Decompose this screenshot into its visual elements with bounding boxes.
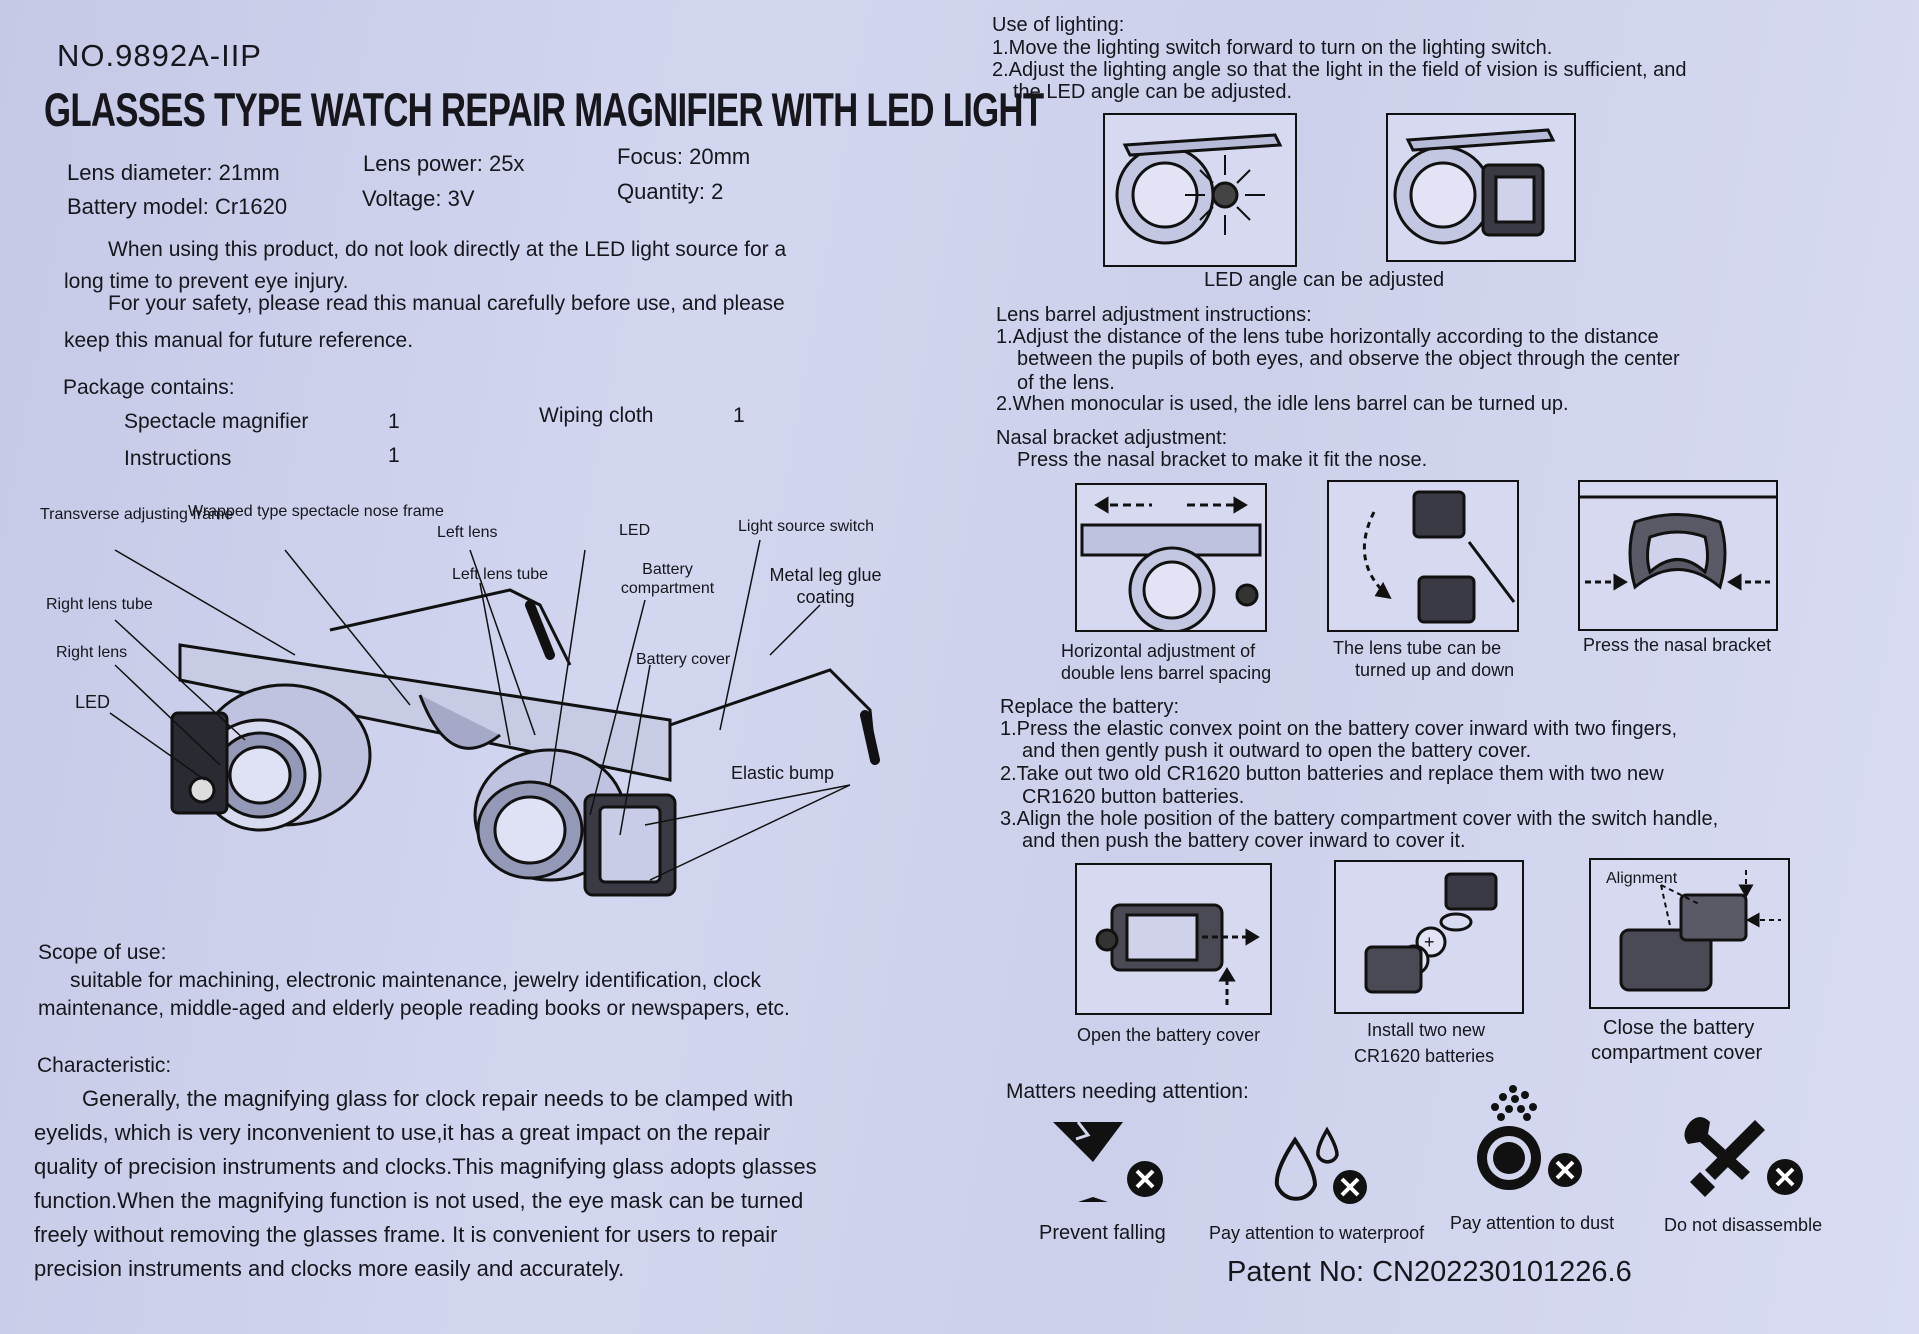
battery-line: 3.Align the hole position of the battery… (1000, 808, 1719, 830)
battery-figure-close (1589, 858, 1790, 1009)
battery-line: CR1620 button batteries. (1022, 786, 1245, 808)
spec-lens-diameter: Lens diameter: 21mm (67, 160, 280, 185)
label-right-lens-tube: Right lens tube (46, 596, 153, 613)
scope-line-2: maintenance, middle-aged and elderly peo… (38, 997, 790, 1020)
spec-quantity: Quantity: 2 (617, 179, 724, 204)
package-heading: Package contains: (63, 376, 235, 399)
glasses-diagram (109, 539, 880, 897)
product-title: GLASSES TYPE WATCH REPAIR MAGNIFIER WITH… (44, 83, 1044, 136)
scope-line-1: suitable for machining, electronic maint… (70, 969, 762, 992)
led-angle-figure-1 (1103, 113, 1297, 267)
battery-line: 1.Press the elastic convex point on the … (1000, 718, 1678, 740)
battery-caption-open: Open the battery cover (1077, 1025, 1261, 1045)
characteristic-line: Generally, the magnifying glass for cloc… (82, 1086, 794, 1111)
battery-caption-close-2: compartment cover (1591, 1042, 1763, 1064)
nasal-caption-2a: The lens tube can be (1333, 638, 1502, 658)
characteristic-line: precision instruments and clocks more ea… (34, 1256, 625, 1281)
attention-label: Prevent falling (1039, 1222, 1166, 1244)
lens-barrel-step-1b: between the pupils of both eyes, and obs… (1017, 348, 1680, 370)
label-left-lens: Left lens (437, 524, 498, 541)
battery-heading: Replace the battery: (1000, 696, 1179, 718)
lighting-step-2: 2.Adjust the lighting angle so that the … (992, 59, 1687, 81)
package-item-qty: 1 (388, 444, 400, 467)
battery-caption-install-1: Install two new (1367, 1020, 1486, 1040)
package-item-name: Spectacle magnifier (124, 410, 309, 433)
label-left-lens-tube: Left lens tube (452, 566, 549, 583)
label-right-lens: Right lens (56, 644, 128, 661)
battery-caption-close-1: Close the battery (1603, 1017, 1755, 1039)
nasal-caption-2b: turned up and down (1355, 660, 1515, 680)
nasal-figure-3 (1578, 480, 1778, 631)
attention-label: Pay attention to dust (1450, 1213, 1615, 1233)
package-item-qty: 1 (733, 404, 745, 427)
attention-label: Pay attention to waterproof (1209, 1223, 1425, 1243)
spec-voltage: Voltage: 3V (362, 186, 475, 211)
broken-glass-icon (1053, 1121, 1163, 1202)
package-item-name: Wiping cloth (539, 404, 654, 427)
attention-label: Do not disassemble (1664, 1215, 1823, 1235)
lighting-step-1: 1.Move the lighting switch forward to tu… (992, 37, 1553, 59)
battery-figure-open (1075, 863, 1272, 1015)
warning-line-2b: keep this manual for future reference. (64, 329, 414, 352)
lens-barrel-step-1: 1.Adjust the distance of the lens tube h… (996, 326, 1659, 348)
package-item-qty: 1 (388, 410, 400, 433)
model-number: NO.9892A-IIP (57, 38, 262, 73)
label-metal-leg: Metal leg glue coating (769, 565, 882, 607)
warning-line-1: When using this product, do not look dir… (108, 238, 787, 261)
attention-heading: Matters needing attention: (1006, 1080, 1249, 1103)
led-angle-figure-2 (1386, 113, 1576, 262)
nasal-caption-1a: Horizontal adjustment of (1061, 641, 1256, 661)
characteristic-line: function.When the magnifying function is… (34, 1188, 804, 1213)
lighting-heading: Use of lighting: (992, 14, 1125, 36)
label-battery-compartment: Battery compartment (620, 561, 715, 598)
characteristic-line: freely without removing the glasses fram… (34, 1222, 778, 1247)
label-transverse-frame: Transverse adjusting frame (40, 506, 234, 523)
characteristic-line: eyelids, which is very inconvenient to u… (34, 1120, 771, 1145)
nasal-heading: Nasal bracket adjustment: (996, 427, 1228, 449)
water-drop-icon (1274, 1126, 1367, 1204)
lens-barrel-step-1c: of the lens. (1017, 372, 1115, 394)
battery-line: and then gently push it outward to open … (1022, 740, 1532, 762)
characteristic-line: quality of precision instruments and clo… (34, 1154, 817, 1179)
warning-line-1b: long time to prevent eye injury. (64, 270, 349, 293)
svg-text:+: + (1424, 932, 1435, 952)
package-item-name: Instructions (124, 447, 232, 470)
scope-heading: Scope of use: (38, 941, 167, 964)
label-light-switch: Light source switch (738, 518, 875, 535)
battery-line: and then push the battery cover inward t… (1022, 830, 1466, 852)
lens-barrel-heading: Lens barrel adjustment instructions: (996, 304, 1312, 326)
nasal-figure-1 (1075, 483, 1267, 632)
spec-lens-power: Lens power: 25x (363, 151, 525, 176)
alignment-label: Alignment (1606, 870, 1678, 887)
label-led-left: LED (75, 692, 111, 712)
lens-barrel-step-2: 2.When monocular is used, the idle lens … (996, 393, 1569, 415)
spec-battery-model: Battery model: Cr1620 (67, 194, 288, 219)
nasal-figure-2 (1327, 480, 1519, 632)
patent-number: Patent No: CN202230101226.6 (1227, 1256, 1632, 1288)
battery-line: 2.Take out two old CR1620 button batteri… (1000, 763, 1664, 785)
nasal-caption-3: Press the nasal bracket (1583, 635, 1772, 655)
warning-line-2: For your safety, please read this manual… (108, 292, 785, 315)
spec-focus: Focus: 20mm (617, 144, 751, 169)
dust-icon (1477, 1085, 1582, 1190)
nasal-caption-1b: double lens barrel spacing (1061, 663, 1272, 683)
label-nose-frame: Wrapped type spectacle nose frame (188, 503, 444, 520)
nasal-text: Press the nasal bracket to make it fit t… (1017, 449, 1428, 471)
label-battery-cover: Battery cover (636, 651, 731, 668)
led-angle-caption: LED angle can be adjusted (1204, 269, 1445, 291)
characteristic-heading: Characteristic: (37, 1054, 172, 1077)
tools-icon (1684, 1117, 1803, 1197)
label-led-top: LED (619, 522, 651, 539)
label-elastic-bump: Elastic bump (731, 763, 835, 783)
lighting-step-2b: the LED angle can be adjusted. (1013, 81, 1293, 103)
battery-figure-install: + + (1334, 860, 1524, 1014)
battery-caption-install-2: CR1620 batteries (1354, 1046, 1495, 1066)
